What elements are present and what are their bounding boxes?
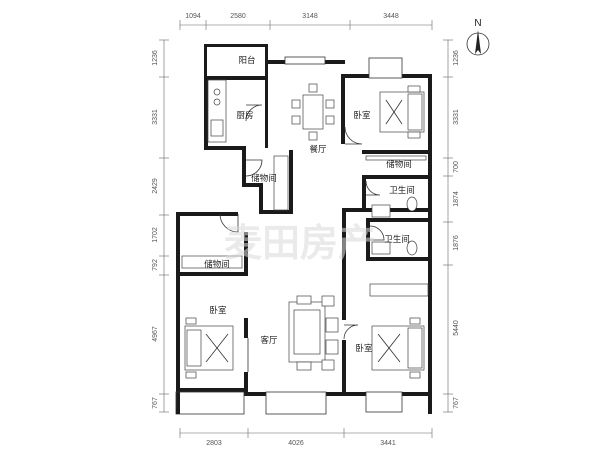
room-label-kitchen: 厨房 — [236, 110, 253, 121]
dim-right-6: 5440 — [453, 320, 460, 336]
shelf-w — [181, 255, 243, 269]
compass: N — [466, 18, 490, 56]
room-label-bath-1: 卫生间 — [389, 185, 415, 196]
room-label-bath-2: 卫生间 — [384, 234, 410, 245]
dim-bottom-1: 2803 — [206, 440, 222, 447]
shelf-ne — [365, 155, 427, 161]
room-label-living: 客厅 — [260, 335, 278, 346]
dim-right-7: 767 — [453, 397, 460, 409]
washbasin-1-icon — [371, 204, 391, 218]
dim-right-1: 1236 — [453, 50, 460, 66]
dim-top-2: 2580 — [230, 13, 246, 20]
dining-table — [302, 94, 324, 130]
north-arrow-icon — [475, 30, 481, 54]
wardrobe-se — [369, 283, 429, 297]
shelf-center — [273, 155, 289, 211]
toilet-2-icon — [406, 240, 418, 256]
watermark-text: 麦田房产 — [224, 221, 376, 265]
dim-left-6: 4967 — [152, 326, 159, 342]
dimension-labels: 1094 2580 3148 3448 2803 4026 3441 1236 … — [152, 13, 460, 447]
compass-north-label: N — [474, 18, 481, 29]
dimension-lines — [159, 20, 453, 438]
dim-top-4: 3448 — [383, 13, 399, 20]
dim-left-5: 792 — [152, 259, 159, 271]
doors — [219, 104, 385, 372]
room-label-bedroom-ne: 卧室 — [353, 110, 371, 121]
stove-burner-icon — [213, 88, 221, 96]
dim-right-4: 1874 — [453, 191, 460, 207]
room-label-storage-w: 储物间 — [204, 259, 230, 270]
dim-right-3: 700 — [453, 161, 460, 173]
toilet-icon — [406, 196, 418, 212]
room-label-storage-center: 储物间 — [251, 173, 277, 184]
dim-left-1: 1236 — [152, 50, 159, 66]
dim-top-1: 1094 — [185, 13, 201, 20]
dim-top-3: 3148 — [302, 13, 318, 20]
room-label-dining: 餐厅 — [309, 145, 327, 155]
sink-icon — [210, 119, 224, 137]
furniture — [181, 79, 429, 379]
dim-left-7: 767 — [152, 397, 159, 409]
dim-right-2: 3331 — [453, 109, 460, 125]
washbasin-2-icon — [371, 241, 391, 255]
room-label-bedroom-se: 卧室 — [355, 343, 373, 354]
dim-right-5: 1876 — [453, 235, 460, 251]
room-label-bedroom-w: 卧室 — [209, 305, 227, 316]
dim-left-4: 1702 — [152, 227, 159, 243]
dim-bottom-3: 3441 — [380, 440, 396, 447]
room-label-storage-ne: 储物间 — [386, 159, 412, 170]
dim-left-2: 3331 — [152, 109, 159, 125]
dim-left-3: 2429 — [152, 178, 159, 194]
room-labels: 阳台 厨房 餐厅 卧室 储物间 储物间 卫生间 卫生间 储物间 卧室 客厅 卧室 — [204, 55, 415, 354]
room-label-balcony: 阳台 — [238, 55, 255, 66]
dim-bottom-2: 4026 — [288, 440, 304, 447]
